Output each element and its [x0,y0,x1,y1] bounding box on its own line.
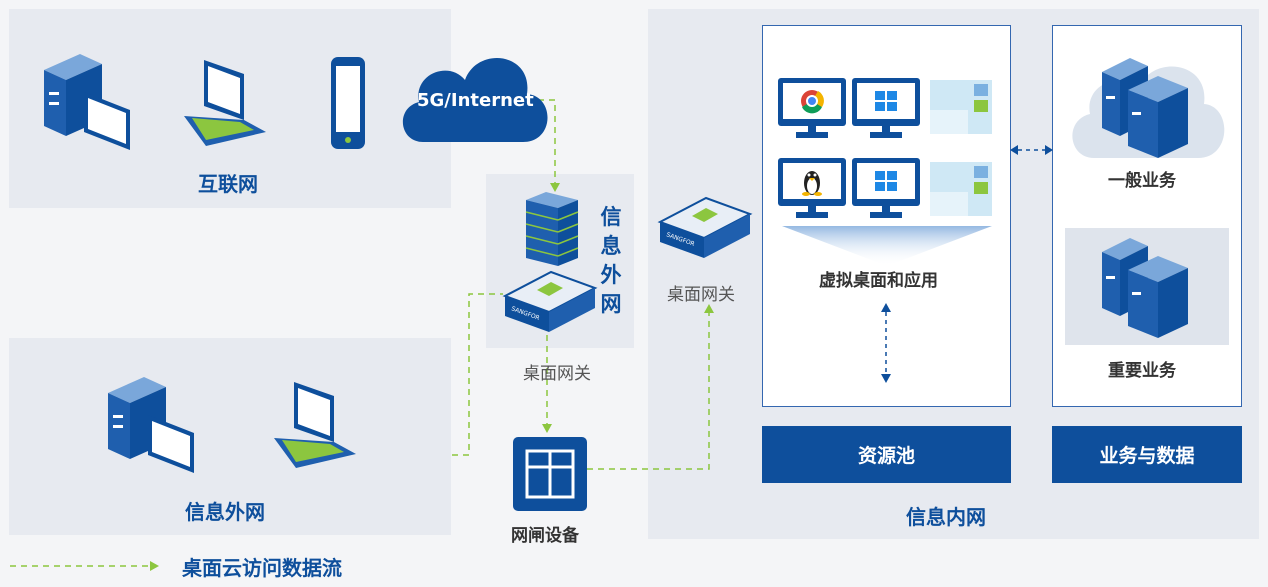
windows-monitor-icon [852,78,920,138]
arrow-down-2 [542,424,552,433]
server-icon [1102,238,1188,338]
desktop-computer-icon [108,377,194,473]
business-data-bar: 业务与数据 [1052,426,1242,483]
desktop-gateway-icon: SANGFOR [657,196,753,258]
dmz-gateway-caption: 桌面网关 [523,364,591,384]
app-window-icon [930,80,992,134]
arrow-up-internal-gateway [704,304,714,313]
internal-gateway-caption: 桌面网关 [667,285,735,305]
server-icon [1102,58,1188,158]
external-zone-vertical-label: 信息外网 [600,205,622,316]
internet-zone-label: 互联网 [198,172,258,196]
laptop-icon [274,382,356,468]
external-zone-label: 信息外网 [185,500,265,524]
linux-monitor-icon [778,158,846,218]
chrome-monitor-icon [778,78,846,138]
windows-monitor-icon [852,158,920,218]
desktop-computer-icon [44,54,130,150]
critical-business-label: 重要业务 [1108,361,1176,381]
firewall-icon [525,192,579,266]
legend-arrow [150,561,159,571]
resource-link-arrow-up [881,303,891,312]
resource-pool-bar: 资源池 [762,426,1011,483]
gatekeeper-icon [513,437,587,511]
general-business-label: 一般业务 [1108,171,1176,191]
legend-label: 桌面云访问数据流 [182,556,342,580]
desktops-glow [782,226,992,266]
virtual-desktops-label: 虚拟桌面和应用 [819,271,938,291]
link-arrow-left [1010,145,1018,155]
link-arrow-right [1045,145,1053,155]
internal-zone-label: 信息内网 [906,505,986,529]
flow-internet-to-firewall [527,99,556,183]
app-window-icon [930,162,992,216]
smartphone-icon [331,57,365,149]
desktop-gateway-icon: SANGFOR [502,270,598,332]
flow-external-to-gateway [452,293,503,456]
external-zone-panel [9,338,451,535]
arrow-down-1 [550,183,560,192]
cloud-label: 5G/Internet [417,90,534,111]
resource-link-arrow-down [881,374,891,383]
flow-gap-to-internal-gateway [587,312,710,470]
gap-device-label: 网闸设备 [511,526,579,546]
cloud-icon [402,58,548,142]
laptop-icon [184,60,266,146]
